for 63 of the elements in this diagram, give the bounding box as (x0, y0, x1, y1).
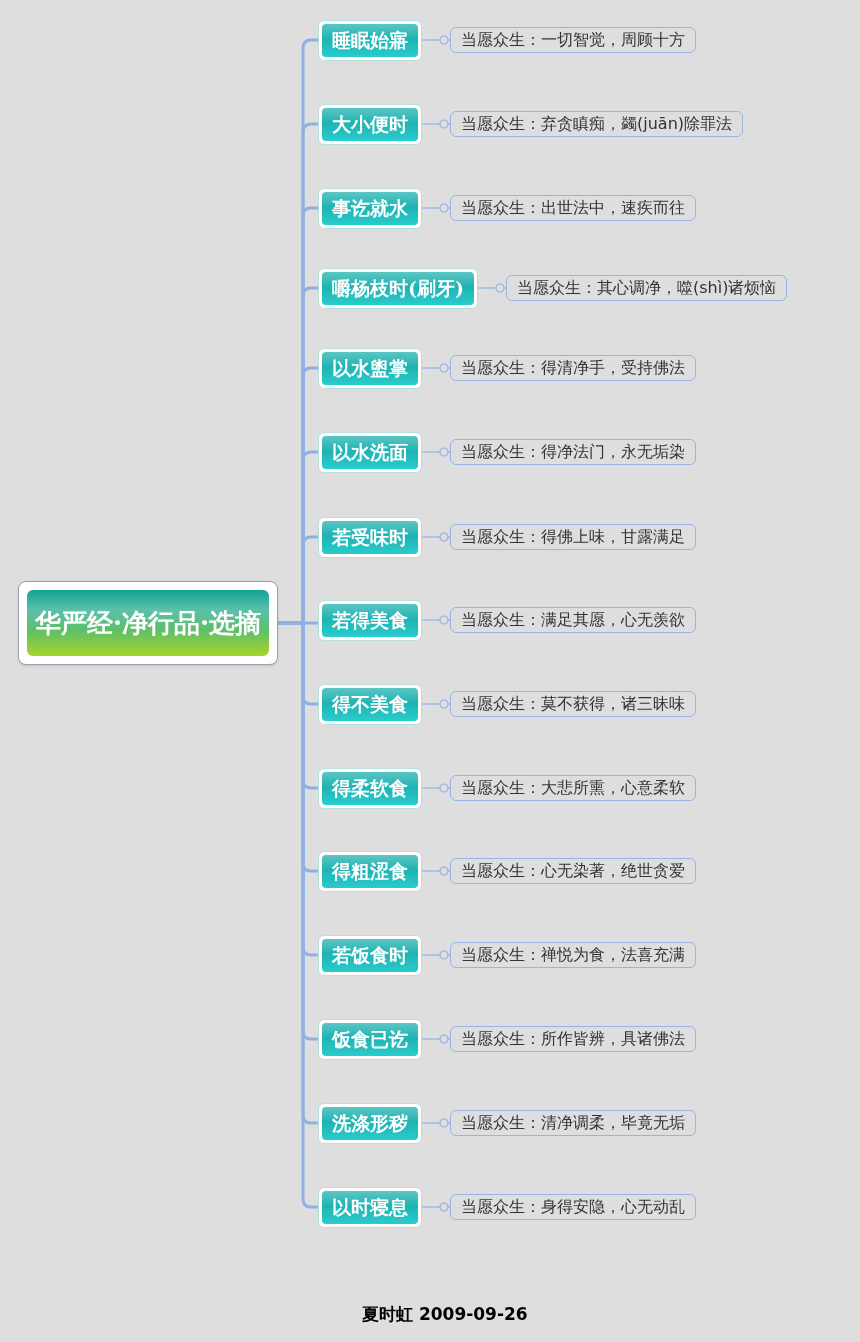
topic-text: 以水盥掌 (322, 351, 418, 385)
note-box (450, 775, 696, 801)
caption: 夏时虹 2009-09-26 (362, 1303, 528, 1326)
root-topic-text: 华严经·净行品·选摘 (27, 590, 270, 656)
topic-text: 饭食已讫 (322, 1022, 418, 1056)
note-box (450, 691, 696, 717)
note-box (450, 942, 696, 968)
topic-text: 嚼杨枝时(刷牙) (322, 271, 474, 305)
note-text: 当愿众生：得净法门，永无垢染 (461, 443, 685, 461)
connector-line (421, 447, 451, 457)
note-text: 当愿众生：得佛上味，甘露满足 (461, 528, 685, 546)
note-box (450, 27, 696, 53)
note-box (450, 524, 696, 550)
connector-line (421, 203, 451, 213)
note-text: 当愿众生：莫不获得，诸三昧味 (461, 695, 685, 713)
topic-text: 洗涤形秽 (322, 1106, 418, 1140)
note-text: 当愿众生：大悲所熏，心意柔软 (461, 779, 685, 797)
connector-line (421, 1118, 451, 1128)
connector-line (421, 615, 451, 625)
topic-text: 得柔软食 (322, 771, 418, 805)
note-text: 当愿众生：一切智觉，周顾十方 (461, 31, 685, 49)
connector-line (421, 699, 451, 709)
connector-line (421, 1202, 451, 1212)
note-text: 当愿众生：禅悦为食，法喜充满 (461, 946, 685, 964)
note-box (450, 111, 743, 137)
note-box (450, 1026, 696, 1052)
topic-text: 若得美食 (322, 603, 418, 637)
topic-text: 若饭食时 (322, 938, 418, 972)
note-box (450, 439, 696, 465)
connector-line (421, 866, 451, 876)
topic-text: 若受味时 (322, 520, 418, 554)
connector-line (421, 783, 451, 793)
note-box (450, 355, 696, 381)
topic-text: 得不美食 (322, 687, 418, 721)
topic-text: 睡眠始寤 (322, 23, 418, 57)
note-box (450, 1110, 696, 1136)
connector-line (421, 119, 451, 129)
topic-text: 大小便时 (322, 107, 418, 141)
note-text: 当愿众生：清净调柔，毕竟无垢 (461, 1114, 685, 1132)
connector-line (421, 35, 451, 45)
connector-line (421, 363, 451, 373)
connector-line (421, 950, 451, 960)
note-box (450, 1194, 696, 1220)
note-text: 当愿众生：其心调净，噬(shì)诸烦恼 (517, 279, 777, 297)
note-text: 当愿众生：身得安隐，心无动乱 (461, 1198, 685, 1216)
topic-text: 得粗涩食 (322, 854, 418, 888)
note-text: 当愿众生：弃贪瞋痴，蠲(juān)除罪法 (461, 115, 732, 133)
topic-text: 事讫就水 (322, 191, 418, 225)
note-box (450, 195, 696, 221)
note-text: 当愿众生：满足其愿，心无羡欲 (461, 611, 685, 629)
connector-line (421, 1034, 451, 1044)
note-text: 当愿众生：出世法中，速疾而往 (461, 199, 685, 217)
note-text: 当愿众生：所作皆辨，具诸佛法 (461, 1030, 685, 1048)
note-text: 当愿众生：得清净手，受持佛法 (461, 359, 685, 377)
note-text: 当愿众生：心无染著，绝世贪爱 (461, 862, 685, 880)
connector-line (421, 532, 451, 542)
note-box (450, 607, 696, 633)
root-topic-box (18, 581, 279, 665)
note-box (450, 858, 696, 884)
connector-line (477, 283, 507, 293)
topic-text: 以时寝息 (322, 1190, 418, 1224)
topic-text: 以水洗面 (322, 435, 418, 469)
note-box (506, 275, 788, 301)
